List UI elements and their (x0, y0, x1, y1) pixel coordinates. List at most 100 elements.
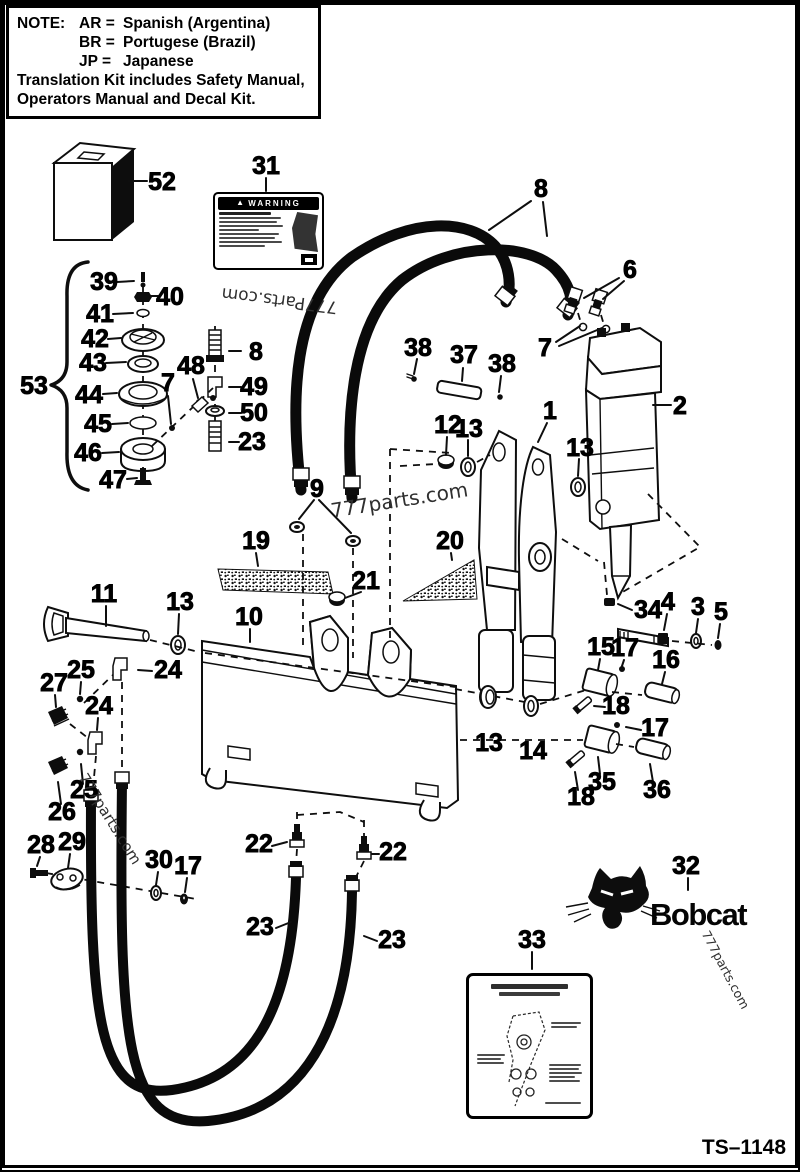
note-text: Spanish (Argentina) (123, 15, 271, 32)
part-callout-8: 8 (534, 175, 548, 203)
note-abbr: BR = (79, 34, 115, 51)
note-abbr: AR = (79, 15, 115, 32)
left-fittings-cluster (30, 658, 196, 905)
decal-subtitle-bar (499, 992, 560, 996)
part-callout-7: 7 (161, 369, 175, 397)
part-callout-43: 43 (79, 349, 107, 377)
part-callout-33: 33 (518, 926, 546, 954)
part-callout-23: 23 (246, 913, 274, 941)
part-callout-12: 12 (434, 411, 462, 439)
note-title: NOTE: (17, 15, 66, 32)
part-callout-27: 27 (40, 669, 68, 697)
part-callout-36: 36 (643, 776, 671, 804)
part-callout-28: 28 (27, 831, 55, 859)
part-callout-4: 4 (661, 588, 675, 616)
warning-decal-title: ▲ WARNING (218, 197, 319, 210)
mount-frame-10 (44, 607, 458, 821)
part-callout-23: 23 (238, 428, 266, 456)
part-callout-17: 17 (174, 852, 202, 880)
part-callout-13: 13 (455, 415, 483, 443)
part-callout-22: 22 (379, 838, 407, 866)
decal-title-bar (491, 984, 568, 989)
part-callout-8: 8 (249, 338, 263, 366)
note-text: Portugese (Brazil) (123, 34, 256, 51)
part-callout-22: 22 (245, 830, 273, 858)
hydraulic-breaker-2 (586, 323, 661, 598)
swivel-stack-39-47 (51, 262, 167, 490)
part-callout-32: 32 (672, 852, 700, 880)
abrasive-strips (218, 522, 477, 606)
decal-illustration (292, 212, 318, 252)
inlet-fittings-6-7 (563, 287, 609, 333)
drawing-number: TS–1148 (701, 1136, 786, 1159)
part-callout-35: 35 (588, 768, 616, 796)
tie-rod-group (604, 562, 722, 650)
note-footer-line: Operators Manual and Decal Kit. (17, 91, 256, 108)
part-callout-17: 17 (611, 634, 639, 662)
part-callout-26: 26 (48, 798, 76, 826)
part-callout-30: 30 (145, 846, 173, 874)
lynch-pin-11 (44, 607, 149, 641)
part-callout-11: 11 (91, 580, 118, 608)
part-callout-2: 2 (673, 392, 687, 420)
part-callout-18: 18 (567, 783, 595, 811)
part-callout-25: 25 (67, 656, 95, 684)
schedule-decal-33 (466, 973, 593, 1119)
part-callout-6: 6 (623, 256, 637, 284)
part-callout-41: 41 (86, 300, 114, 328)
part-callout-25: 25 (70, 776, 98, 804)
part-callout-24: 24 (154, 656, 182, 684)
bushing-pin-upper (455, 666, 681, 716)
part-callout-15: 15 (587, 633, 615, 661)
manual-book-icon (301, 254, 317, 265)
part-callout-7: 7 (538, 334, 552, 362)
fitting-22-right (357, 836, 371, 859)
part-callout-53: 53 (20, 372, 48, 400)
manual-packet-52 (54, 143, 134, 240)
part-callout-47: 47 (99, 466, 127, 494)
pivot-pin-37 (407, 374, 503, 400)
part-callout-17: 17 (641, 714, 669, 742)
bobcat-logo-32: Bobcat (566, 866, 749, 932)
part-callout-24: 24 (85, 692, 113, 720)
upper-hoses-8 (293, 226, 580, 498)
part-callout-14: 14 (519, 737, 547, 765)
warning-decal-31: ▲ WARNING (213, 192, 324, 270)
mounting-bracket-1 (438, 431, 585, 700)
part-callout-19: 19 (242, 527, 270, 555)
part-callout-21: 21 (352, 567, 380, 595)
lower-hoses-23 (84, 772, 371, 1121)
part-callout-46: 46 (74, 439, 102, 467)
part-callout-5: 5 (714, 598, 728, 626)
part-callout-23: 23 (378, 926, 406, 954)
part-callout-1: 1 (543, 397, 557, 425)
part-callout-10: 10 (235, 603, 263, 631)
part-callout-40: 40 (156, 283, 184, 311)
part-callout-38: 38 (488, 350, 516, 378)
warning-triangle-icon: ▲ (236, 198, 244, 207)
part-callout-31: 31 (252, 152, 280, 180)
part-callout-37: 37 (450, 341, 478, 369)
plug-26 (48, 756, 68, 775)
part-callout-29: 29 (58, 828, 86, 856)
fitting-column (152, 326, 224, 456)
part-callout-20: 20 (436, 527, 464, 555)
leader-lines (37, 178, 720, 969)
part-callout-16: 16 (652, 646, 680, 674)
part-callout-38: 38 (404, 334, 432, 362)
note-footer-line: Translation Kit includes Safety Manual, (17, 72, 305, 89)
note-abbr: JP = (79, 53, 112, 70)
part-callout-48: 48 (177, 352, 205, 380)
part-callout-42: 42 (81, 325, 109, 353)
part-callout-13: 13 (566, 434, 594, 462)
bushing-pin-lower (460, 722, 672, 769)
part-callout-3: 3 (691, 593, 705, 621)
part-callout-50: 50 (240, 399, 268, 427)
note-text: Japanese (123, 53, 194, 70)
clamp-bolt-group (30, 865, 196, 905)
bobcat-wordmark: Bobcat (650, 897, 747, 932)
part-callout-49: 49 (240, 373, 268, 401)
part-callout-13: 13 (475, 729, 503, 757)
